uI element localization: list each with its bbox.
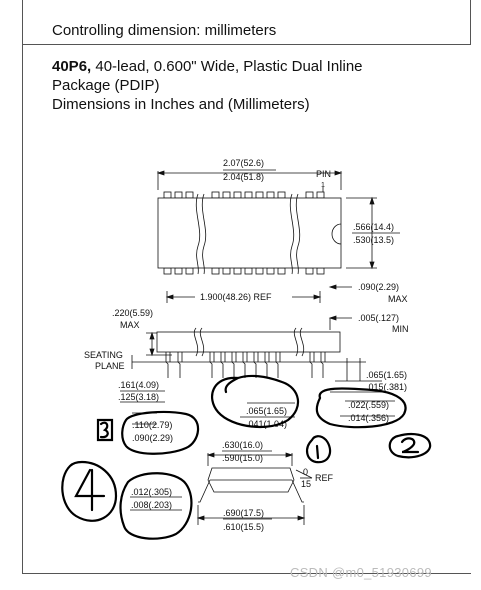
pin-label: PIN xyxy=(316,169,331,179)
package-description-line2: Package (PDIP) xyxy=(52,77,160,94)
dim-width-min: .530(13.5) xyxy=(353,235,394,245)
hand-digit-3 xyxy=(99,421,109,439)
hand-digit-2 xyxy=(400,437,420,454)
dim-length-min: 2.04(51.8) xyxy=(223,172,264,182)
hand-circle-lead-length xyxy=(121,410,200,455)
dim-row-spacing-min: .590(15.0) xyxy=(222,453,263,463)
dim-overall-max: .690(17.5) xyxy=(223,508,264,518)
top-view xyxy=(156,169,400,303)
frame-bottom-border xyxy=(22,573,471,574)
dim-shoulder-min: .041(1.04) xyxy=(246,419,287,429)
hand-digit-1 xyxy=(315,444,320,460)
dim-body-to-seat-max: .161(4.09) xyxy=(118,380,159,390)
side-view xyxy=(120,315,395,425)
dim-lead-len-max: .110(2.79) xyxy=(132,420,172,430)
package-heading: 40P6, 40-lead, 0.600" Wide, Plastic Dual… xyxy=(52,57,452,114)
dim-lead-pitch-max: .065(1.65) xyxy=(366,370,407,380)
frame-right-border xyxy=(470,0,471,45)
dim-height-max: .220(5.59) xyxy=(112,308,153,318)
dim-row-spacing-max: .630(16.0) xyxy=(222,440,263,450)
dim-angle-ref: REF xyxy=(315,473,334,483)
frame-left-border xyxy=(22,0,23,574)
dim-shoulder-max: .065(1.65) xyxy=(246,406,287,416)
dim-height-max-label: MAX xyxy=(120,320,140,330)
dim-lead-len-min: .090(2.29) xyxy=(132,433,173,443)
dim-lead-width-max: .022(.559) xyxy=(348,400,389,410)
dim-lead-gap: .005(.127) xyxy=(358,313,399,323)
dim-lead-width-min: .014(.356) xyxy=(348,413,389,423)
dim-lead-thick-max: .012(.305) xyxy=(131,487,172,497)
header-divider xyxy=(22,44,471,45)
hand-circle-2 xyxy=(388,433,432,459)
dim-standoff-max: .090(2.29) xyxy=(358,282,399,292)
dim-length-max: 2.07(52.6) xyxy=(223,158,264,168)
dim-pin-span-ref: 1.900(48.26) REF xyxy=(200,292,272,302)
hand-circle-shoulder xyxy=(210,374,299,429)
watermark: CSDN @m0_51930699 xyxy=(290,565,432,580)
package-description-line1: 40-lead, 0.600" Wide, Plastic Dual Inlin… xyxy=(91,58,363,75)
seating-plane-line1: SEATING xyxy=(84,350,123,360)
handwritten-annotations xyxy=(61,374,432,540)
dim-lead-thick-min: .008(.203) xyxy=(131,500,172,510)
seating-plane-line2: PLANE xyxy=(95,361,125,371)
controlling-dimension-note: Controlling dimension: millimeters xyxy=(52,22,277,39)
dim-lead-gap-label: MIN xyxy=(392,324,409,334)
hand-box-3 xyxy=(96,418,114,442)
end-view xyxy=(130,450,313,525)
hand-circle-lead-thickness xyxy=(119,472,193,540)
dim-standoff-max-label: MAX xyxy=(388,294,408,304)
package-description-line3: Dimensions in Inches and (Millimeters) xyxy=(52,96,310,113)
pin-number: 1 xyxy=(321,182,325,189)
hand-circle-1 xyxy=(306,435,332,464)
dim-width-max: .566(14.4) xyxy=(353,222,394,232)
dim-overall-min: .610(15.5) xyxy=(223,522,264,532)
dim-angle-max: 15 xyxy=(301,479,311,489)
hand-circle-4 xyxy=(61,460,118,522)
hand-circle-lead-width xyxy=(315,387,407,429)
hand-digit-4 xyxy=(74,468,106,512)
dim-lead-pitch-min: .015(.381) xyxy=(366,382,407,392)
dim-angle-min: 0 xyxy=(303,467,308,477)
dim-body-to-seat-min: .125(3.18) xyxy=(118,392,159,402)
package-code: 40P6, xyxy=(52,58,92,75)
